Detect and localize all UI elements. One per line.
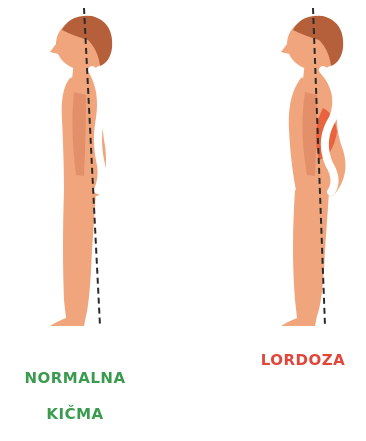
normal-label-line2: KIČMA <box>0 405 150 423</box>
normal-spine-label: NORMALNA KIČMA <box>0 351 150 441</box>
lordosis-figure <box>183 0 366 330</box>
normal-spine-figure <box>0 0 183 330</box>
normal-label-line1: NORMALNA <box>0 369 150 387</box>
child-profile-normal-icon <box>0 0 183 330</box>
child-profile-lordosis-icon <box>183 0 366 330</box>
legs <box>50 190 96 326</box>
lordosis-label: LORDOZA <box>233 351 366 369</box>
